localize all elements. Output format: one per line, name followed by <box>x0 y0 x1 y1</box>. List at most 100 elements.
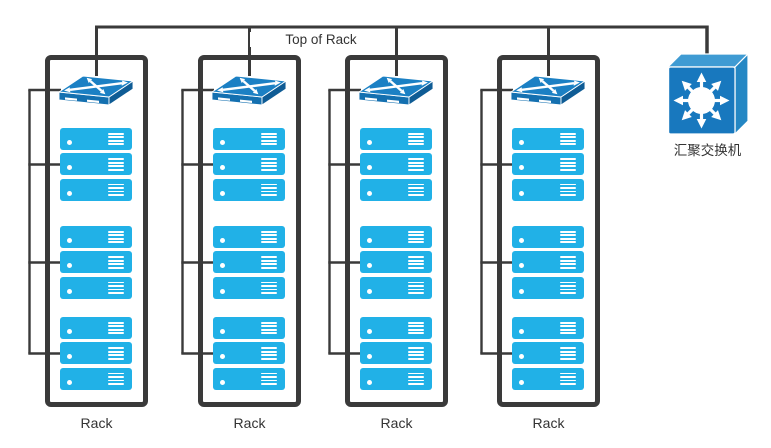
server-vent-lines-icon <box>261 372 277 385</box>
tor-switch-icon <box>357 75 435 106</box>
server-node <box>60 128 132 150</box>
server-led-dot <box>519 288 524 294</box>
server-vent-lines-icon <box>408 133 424 146</box>
server-led-dot <box>367 263 372 269</box>
rack-frame <box>497 55 600 407</box>
server-vent-lines-icon <box>408 347 424 360</box>
server-vent-lines-icon <box>560 183 576 196</box>
server-vent-lines-icon <box>560 281 576 294</box>
server-vent-lines-icon <box>560 372 576 385</box>
server-led-dot <box>67 354 72 360</box>
server-node <box>512 342 584 365</box>
server-vent-lines-icon <box>560 256 576 269</box>
server-led-dot <box>220 354 225 360</box>
server-node <box>360 251 432 274</box>
server-node <box>512 128 584 150</box>
server-node <box>213 276 285 299</box>
server-node <box>512 226 584 248</box>
server-node <box>213 178 285 201</box>
server-led-dot <box>67 288 72 294</box>
server-led-dot <box>67 379 72 385</box>
server-led-dot <box>220 263 225 269</box>
server-led-dot <box>220 288 225 294</box>
server-vent-lines-icon <box>261 347 277 360</box>
server-led-dot <box>519 379 524 385</box>
server-node <box>60 178 132 201</box>
server-node <box>213 226 285 248</box>
rack: Rack <box>345 55 448 431</box>
server-vent-lines-icon <box>108 183 124 196</box>
server-led-dot <box>367 329 372 334</box>
server-led-dot <box>367 140 372 145</box>
server-led-dot <box>367 354 372 360</box>
server-vent-lines-icon <box>560 158 576 171</box>
server-node <box>512 251 584 274</box>
server-led-dot <box>67 140 72 145</box>
rack-frame <box>45 55 148 407</box>
server-node <box>213 153 285 176</box>
server-vent-lines-icon <box>108 347 124 360</box>
server-node <box>60 153 132 176</box>
server-vent-lines-icon <box>560 133 576 146</box>
rack: Rack <box>198 55 301 431</box>
server-led-dot <box>67 329 72 334</box>
server-led-dot <box>367 165 372 171</box>
server-led-dot <box>519 354 524 360</box>
server-node <box>512 367 584 390</box>
server-node <box>213 251 285 274</box>
server-led-dot <box>67 238 72 243</box>
server-node <box>360 342 432 365</box>
server-vent-lines-icon <box>108 372 124 385</box>
server-vent-lines-icon <box>261 158 277 171</box>
server-led-dot <box>367 288 372 294</box>
tor-switch-icon <box>210 75 288 106</box>
server-vent-lines-icon <box>108 256 124 269</box>
tor-switch-icon <box>57 75 135 106</box>
rack-label: Rack <box>532 415 565 431</box>
server-node <box>360 226 432 248</box>
rack-frame <box>198 55 301 407</box>
rack-frame <box>345 55 448 407</box>
server-node <box>512 153 584 176</box>
server-led-dot <box>67 190 72 196</box>
server-node <box>60 367 132 390</box>
server-led-dot <box>519 329 524 334</box>
rack-label: Rack <box>80 415 113 431</box>
server-vent-lines-icon <box>261 256 277 269</box>
server-node <box>213 367 285 390</box>
server-vent-lines-icon <box>408 231 424 244</box>
server-vent-lines-icon <box>108 322 124 335</box>
server-node <box>360 153 432 176</box>
server-node <box>512 276 584 299</box>
server-led-dot <box>67 263 72 269</box>
rack: Rack <box>497 55 600 431</box>
server-node <box>360 128 432 150</box>
server-led-dot <box>67 165 72 171</box>
server-vent-lines-icon <box>261 133 277 146</box>
server-vent-lines-icon <box>108 231 124 244</box>
server-node <box>60 226 132 248</box>
rack-label: Rack <box>380 415 413 431</box>
server-led-dot <box>220 238 225 243</box>
server-led-dot <box>220 165 225 171</box>
server-node <box>60 317 132 339</box>
server-led-dot <box>519 238 524 243</box>
server-node <box>512 317 584 339</box>
server-node <box>360 317 432 339</box>
server-node <box>360 178 432 201</box>
server-vent-lines-icon <box>408 158 424 171</box>
server-led-dot <box>519 165 524 171</box>
server-node <box>60 342 132 365</box>
server-node <box>360 367 432 390</box>
server-led-dot <box>367 379 372 385</box>
server-vent-lines-icon <box>560 347 576 360</box>
server-vent-lines-icon <box>261 183 277 196</box>
server-led-dot <box>519 263 524 269</box>
server-node <box>60 251 132 274</box>
server-node <box>512 178 584 201</box>
server-led-dot <box>220 140 225 145</box>
server-vent-lines-icon <box>261 281 277 294</box>
tor-switch-icon <box>509 75 587 106</box>
